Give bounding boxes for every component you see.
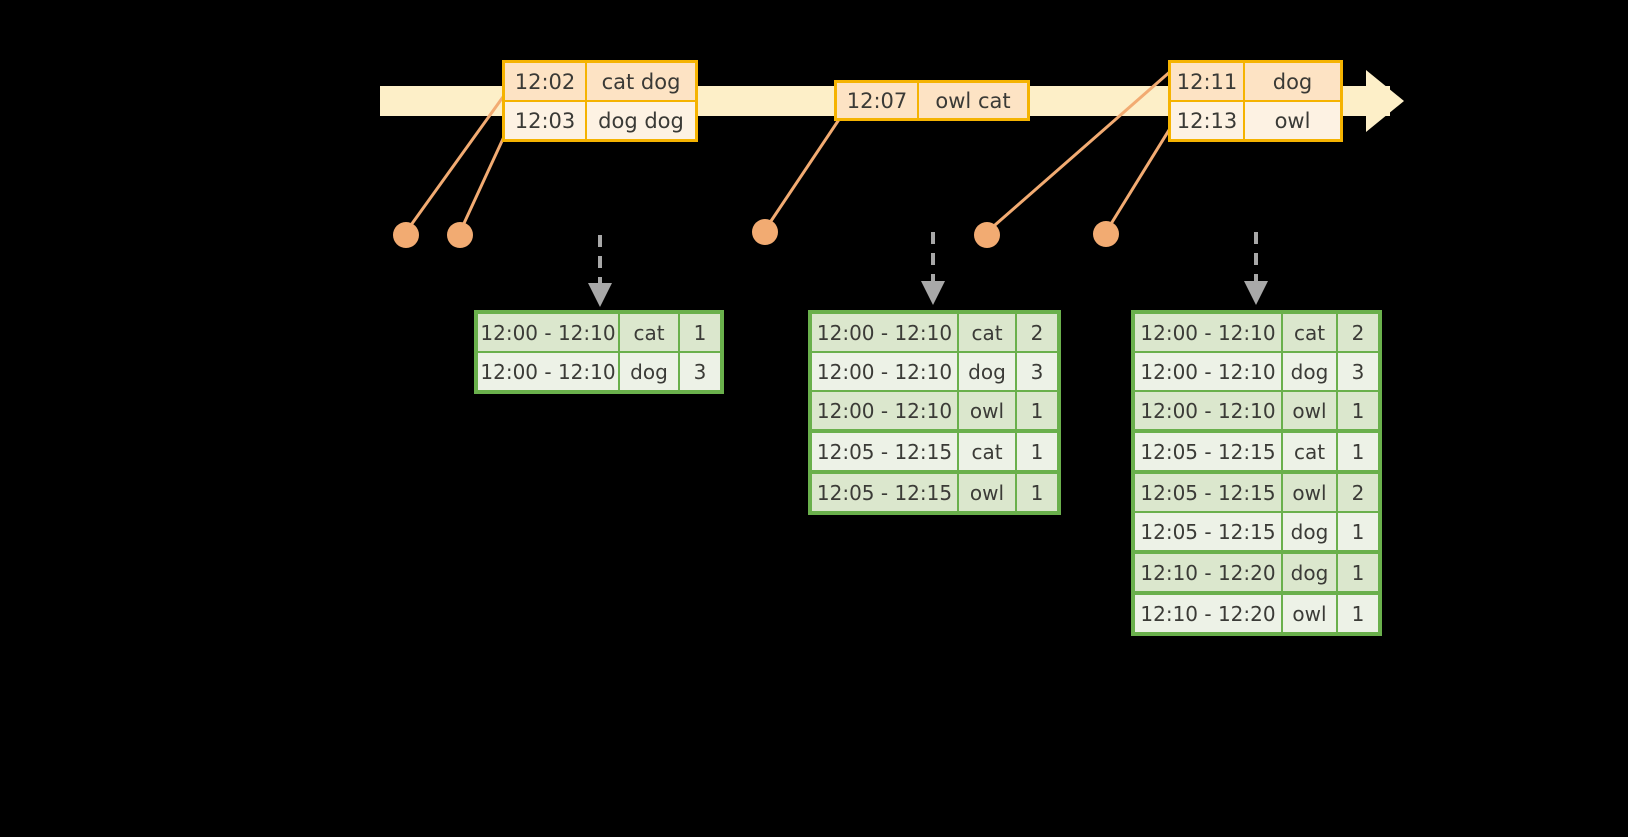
window-cell: 12:00 - 12:10 (812, 353, 959, 390)
count-cell: 2 (1017, 314, 1057, 351)
count-cell: 1 (1338, 595, 1378, 632)
word-cell: owl (959, 474, 1017, 511)
stream-event-box-2[interactable]: 12:07 owl cat (834, 80, 1030, 121)
word-cell: dog (959, 353, 1017, 390)
count-cell: 1 (1017, 474, 1057, 511)
event-time: 12:03 (505, 102, 587, 139)
word-cell: owl (1283, 474, 1338, 511)
window-cell: 12:00 - 12:10 (812, 314, 959, 351)
count-cell: 1 (680, 314, 720, 351)
word-cell: owl (1283, 392, 1338, 429)
word-cell: owl (1283, 595, 1338, 632)
word-cell: dog (620, 353, 680, 390)
word-cell: cat (959, 314, 1017, 351)
marker-dot-2 (447, 222, 473, 248)
stream-event-row: 12:03 dog dog (505, 100, 695, 139)
word-cell: cat (959, 433, 1017, 470)
count-cell: 3 (1338, 353, 1378, 390)
window-cell: 12:00 - 12:10 (1135, 392, 1283, 429)
event-value: cat dog (587, 63, 695, 100)
word-cell: dog (1283, 353, 1338, 390)
count-cell: 1 (1017, 433, 1057, 470)
connector-line-3 (763, 117, 842, 231)
event-time: 12:02 (505, 63, 587, 100)
marker-dot-3 (752, 219, 778, 245)
marker-dot-4 (974, 222, 1000, 248)
event-value: owl (1245, 102, 1340, 139)
event-time: 12:07 (837, 83, 919, 118)
word-cell: dog (1283, 513, 1338, 550)
flow-arrow-head-2 (921, 281, 945, 305)
count-cell: 3 (1017, 353, 1057, 390)
word-cell: cat (620, 314, 680, 351)
count-cell: 1 (1338, 392, 1378, 429)
count-cell: 1 (1338, 513, 1378, 550)
window-cell: 12:10 - 12:20 (1135, 595, 1283, 632)
connector-line-2 (458, 127, 510, 233)
flow-arrow-heads (588, 281, 1268, 307)
count-cell: 1 (1338, 554, 1378, 591)
window-cell: 12:05 - 12:15 (1135, 513, 1283, 550)
stream-event-row: 12:07 owl cat (837, 83, 1027, 118)
event-value: dog dog (587, 102, 695, 139)
flow-arrow-head-1 (588, 283, 612, 307)
event-time: 12:11 (1171, 63, 1245, 100)
window-cell: 12:00 - 12:10 (812, 392, 959, 429)
event-value: owl cat (919, 83, 1027, 118)
event-stream-arrowhead (1366, 70, 1404, 132)
flow-arrow-head-3 (1244, 281, 1268, 305)
word-cell: owl (959, 392, 1017, 429)
stream-event-box-3[interactable]: 12:11 dog 12:13 owl (1168, 60, 1343, 142)
window-cell: 12:00 - 12:10 (1135, 353, 1283, 390)
window-cell: 12:05 - 12:15 (1135, 474, 1283, 511)
event-value: dog (1245, 63, 1340, 100)
window-cell: 12:05 - 12:15 (1135, 433, 1283, 470)
window-cell: 12:00 - 12:10 (478, 314, 620, 351)
count-cell: 3 (680, 353, 720, 390)
stream-event-row: 12:02 cat dog (505, 63, 695, 100)
stream-event-row: 12:11 dog (1171, 63, 1340, 100)
count-cell: 1 (1338, 433, 1378, 470)
event-time: 12:13 (1171, 102, 1245, 139)
stream-markers (393, 219, 1119, 248)
window-cell: 12:00 - 12:10 (478, 353, 620, 390)
word-cell: cat (1283, 314, 1338, 351)
window-cell: 12:05 - 12:15 (812, 433, 959, 470)
word-cell: cat (1283, 433, 1338, 470)
marker-dot-1 (393, 222, 419, 248)
count-cell: 2 (1338, 474, 1378, 511)
count-cell: 2 (1338, 314, 1378, 351)
stream-event-row: 12:13 owl (1171, 100, 1340, 139)
connector-line-5 (1104, 121, 1176, 233)
marker-dot-5 (1093, 221, 1119, 247)
word-cell: dog (1283, 554, 1338, 591)
count-cell: 1 (1017, 392, 1057, 429)
window-cell: 12:10 - 12:20 (1135, 554, 1283, 591)
window-cell: 12:00 - 12:10 (1135, 314, 1283, 351)
window-cell: 12:05 - 12:15 (812, 474, 959, 511)
stream-event-box-1[interactable]: 12:02 cat dog 12:03 dog dog (502, 60, 698, 142)
